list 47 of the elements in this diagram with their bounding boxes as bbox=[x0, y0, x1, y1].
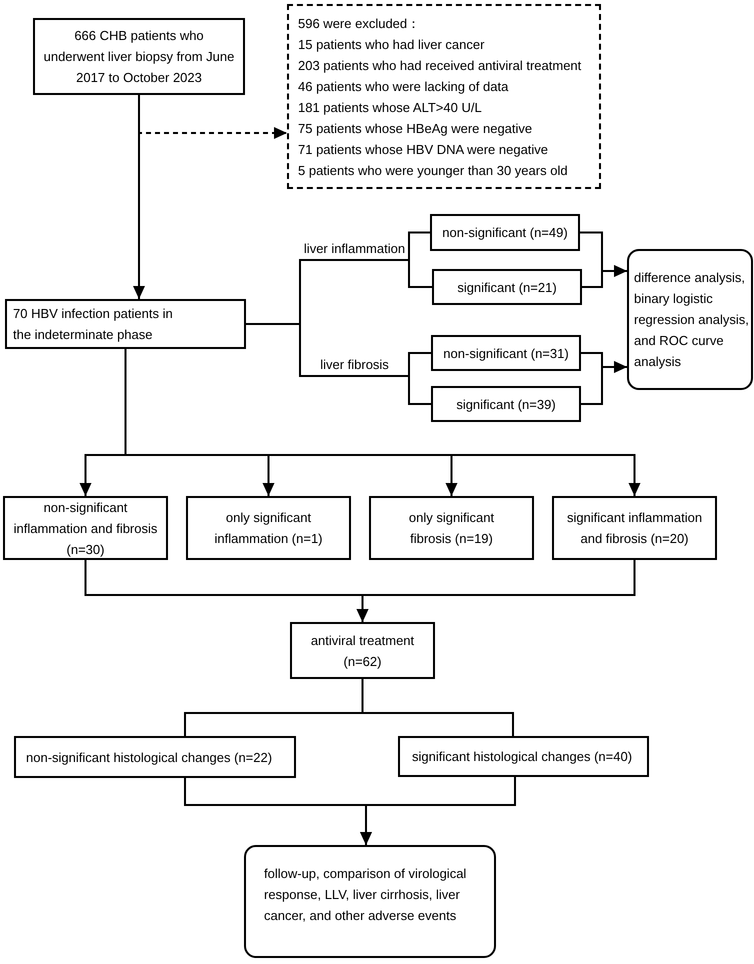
process-box bbox=[290, 622, 435, 679]
process-box bbox=[552, 496, 717, 560]
box-text: 75 patients whose HBeAg were negative bbox=[298, 120, 534, 138]
process-box bbox=[398, 736, 649, 777]
box-text: non-significant (n=31) bbox=[443, 344, 569, 363]
box-text: antiviral treatment (n=62) bbox=[310, 632, 416, 671]
process-box bbox=[5, 299, 246, 349]
box-text: 70 HBV infection patients in the indeterminate phase bbox=[13, 305, 174, 344]
box-text: significant (n=39) bbox=[456, 396, 556, 414]
box-text: follow-up, comparison of virological response, LLV, liver cirrhosis, liver cancer, and other adverse events bbox=[264, 865, 468, 925]
box-text: 46 patients who were lacking of data bbox=[298, 78, 510, 96]
box-text: significant histological changes (n=40) bbox=[412, 748, 634, 766]
process-box bbox=[186, 496, 351, 560]
box-text: 203 patients who had received antiviral treatment bbox=[298, 56, 582, 75]
connector-line bbox=[124, 349, 126, 455]
process-box bbox=[3, 496, 168, 560]
box-text: 666 CHB patients who underwent liver biopsy from June 2017 to October 2023 bbox=[42, 27, 236, 87]
arrow bbox=[581, 361, 627, 405]
process-box bbox=[369, 496, 534, 560]
arrow bbox=[582, 265, 627, 288]
box-text: only significant inflammation (n=1) bbox=[213, 509, 324, 548]
box-text: difference analysis, binary logistic regression analysis, and ROC curve analysis bbox=[634, 269, 750, 371]
process-box bbox=[430, 214, 580, 251]
box-text: 71 patients whose HBV DNA were negative bbox=[298, 140, 550, 159]
outcome-box bbox=[244, 845, 496, 958]
box-text: significant (n=21) bbox=[457, 278, 557, 297]
connector-line bbox=[246, 323, 431, 405]
box-text: non-significant histological changes (n=22) bbox=[26, 748, 274, 767]
arrow bbox=[360, 777, 516, 845]
analysis-box bbox=[627, 249, 753, 390]
box-text: 181 patients whose ALT>40 U/L bbox=[298, 98, 483, 117]
process-box bbox=[33, 18, 245, 95]
process-box bbox=[431, 335, 581, 371]
box-text: only significant fibrosis (n=19) bbox=[408, 509, 496, 548]
box-text: 15 patients who had liver cancer bbox=[298, 36, 486, 54]
arrow bbox=[356, 560, 636, 622]
box-text: 5 patients who were younger than 30 years old bbox=[298, 162, 569, 180]
dashed-arrow bbox=[138, 95, 287, 139]
exclusion-box bbox=[287, 4, 601, 189]
box-text: non-significant (n=49) bbox=[442, 224, 568, 242]
heading-text: 596 were excluded： bbox=[298, 14, 422, 32]
arrow bbox=[80, 454, 126, 496]
box-text: non-significant inflammation and fibrosis (n=30) bbox=[12, 498, 158, 559]
box-text: significant inflammation and fibrosis (n=20) bbox=[566, 509, 704, 548]
process-box bbox=[14, 736, 296, 778]
process-box bbox=[431, 386, 581, 422]
process-box bbox=[432, 269, 582, 305]
